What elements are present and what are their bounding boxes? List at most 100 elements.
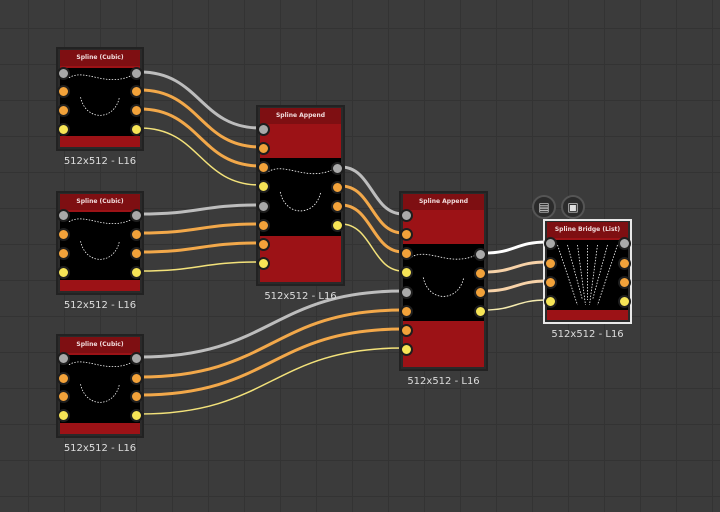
input-port[interactable] xyxy=(544,257,557,270)
checker-icon[interactable]: ▣ xyxy=(561,195,585,219)
output-port[interactable] xyxy=(474,286,487,299)
node-resolution-label: 512x512 - L16 xyxy=(63,156,137,167)
wire xyxy=(483,279,548,293)
input-port[interactable] xyxy=(544,276,557,289)
node-title: Spline (Cubic) xyxy=(60,194,140,210)
input-port[interactable] xyxy=(57,209,70,222)
output-port[interactable] xyxy=(474,267,487,280)
output-port[interactable] xyxy=(474,248,487,261)
wire xyxy=(483,299,548,311)
node-thumbnail xyxy=(60,212,140,280)
node-resolution-label: 512x512 - L16 xyxy=(63,443,137,454)
input-port[interactable] xyxy=(57,390,70,403)
node-cubic2[interactable]: Spline (Cubic) 512x512 - L16 xyxy=(56,191,144,311)
node-title: Spline Append xyxy=(260,108,341,124)
input-port[interactable] xyxy=(57,85,70,98)
node-append1[interactable]: Spline Append 512x512 - L16 xyxy=(256,105,345,302)
output-port[interactable] xyxy=(618,276,631,289)
wire xyxy=(139,127,261,186)
output-port[interactable] xyxy=(130,85,143,98)
output-port[interactable] xyxy=(130,266,143,279)
input-port[interactable] xyxy=(57,123,70,136)
input-port[interactable] xyxy=(400,286,413,299)
wire xyxy=(139,347,404,415)
wire xyxy=(139,327,404,397)
output-port[interactable] xyxy=(618,295,631,308)
wire xyxy=(483,240,548,255)
wire xyxy=(340,203,404,254)
output-port[interactable] xyxy=(331,162,344,175)
wire xyxy=(340,223,404,272)
node-title: Spline (Cubic) xyxy=(60,50,140,66)
wire xyxy=(139,261,261,272)
node-cubic1[interactable]: Spline (Cubic) 512x512 - L16 xyxy=(56,47,144,167)
node-resolution-label: 512x512 - L16 xyxy=(407,376,480,387)
input-port[interactable] xyxy=(57,409,70,422)
input-port[interactable] xyxy=(400,228,413,241)
input-port[interactable] xyxy=(400,209,413,222)
wire xyxy=(139,107,261,168)
input-port[interactable] xyxy=(57,67,70,80)
output-port[interactable] xyxy=(130,67,143,80)
output-port[interactable] xyxy=(130,104,143,117)
node-title: Spline Append xyxy=(403,194,484,210)
output-port[interactable] xyxy=(130,209,143,222)
input-port[interactable] xyxy=(400,247,413,260)
node-resolution-label: 512x512 - L16 xyxy=(63,300,137,311)
node-thumbnail xyxy=(547,240,628,310)
wire xyxy=(139,203,261,216)
input-port[interactable] xyxy=(400,266,413,279)
node-thumbnail xyxy=(403,244,484,321)
node-title: Spline Bridge (List) xyxy=(547,222,628,238)
input-port[interactable] xyxy=(57,247,70,260)
document-icon[interactable]: ▤ xyxy=(532,195,556,219)
wire xyxy=(340,165,404,216)
wire xyxy=(483,260,548,274)
input-port[interactable] xyxy=(257,142,270,155)
output-port[interactable] xyxy=(618,237,631,250)
node-cubic3[interactable]: Spline (Cubic) 512x512 - L16 xyxy=(56,334,144,454)
input-port[interactable] xyxy=(544,295,557,308)
input-port[interactable] xyxy=(544,237,557,250)
input-port[interactable] xyxy=(257,161,270,174)
output-port[interactable] xyxy=(331,181,344,194)
input-port[interactable] xyxy=(57,228,70,241)
node-thumbnail xyxy=(260,158,341,236)
output-port[interactable] xyxy=(130,372,143,385)
output-port[interactable] xyxy=(130,247,143,260)
input-port[interactable] xyxy=(257,238,270,251)
input-port[interactable] xyxy=(57,352,70,365)
output-port[interactable] xyxy=(130,123,143,136)
wire xyxy=(139,241,261,254)
output-port[interactable] xyxy=(130,352,143,365)
node-bridge[interactable]: Spline Bridge (List) 512x512 - L16 xyxy=(543,219,632,340)
input-port[interactable] xyxy=(400,305,413,318)
output-port[interactable] xyxy=(130,409,143,422)
output-port[interactable] xyxy=(331,200,344,213)
input-port[interactable] xyxy=(57,372,70,385)
input-port[interactable] xyxy=(400,343,413,356)
output-port[interactable] xyxy=(130,390,143,403)
input-port[interactable] xyxy=(257,123,270,136)
node-resolution-label: 512x512 - L16 xyxy=(551,329,624,340)
node-append2[interactable]: Spline Append 512x512 - L16 xyxy=(399,191,488,387)
node-title: Spline (Cubic) xyxy=(60,337,140,353)
wire xyxy=(139,88,261,149)
input-port[interactable] xyxy=(257,180,270,193)
output-port[interactable] xyxy=(474,305,487,318)
input-port[interactable] xyxy=(257,219,270,232)
input-port[interactable] xyxy=(257,200,270,213)
node-thumbnail xyxy=(60,355,140,423)
output-port[interactable] xyxy=(331,219,344,232)
wire xyxy=(139,308,404,379)
output-port[interactable] xyxy=(130,228,143,241)
wire xyxy=(139,289,404,359)
input-port[interactable] xyxy=(400,324,413,337)
input-port[interactable] xyxy=(57,266,70,279)
input-port[interactable] xyxy=(257,257,270,270)
wire xyxy=(139,70,261,130)
node-thumbnail xyxy=(60,68,140,136)
input-port[interactable] xyxy=(57,104,70,117)
output-port[interactable] xyxy=(618,257,631,270)
